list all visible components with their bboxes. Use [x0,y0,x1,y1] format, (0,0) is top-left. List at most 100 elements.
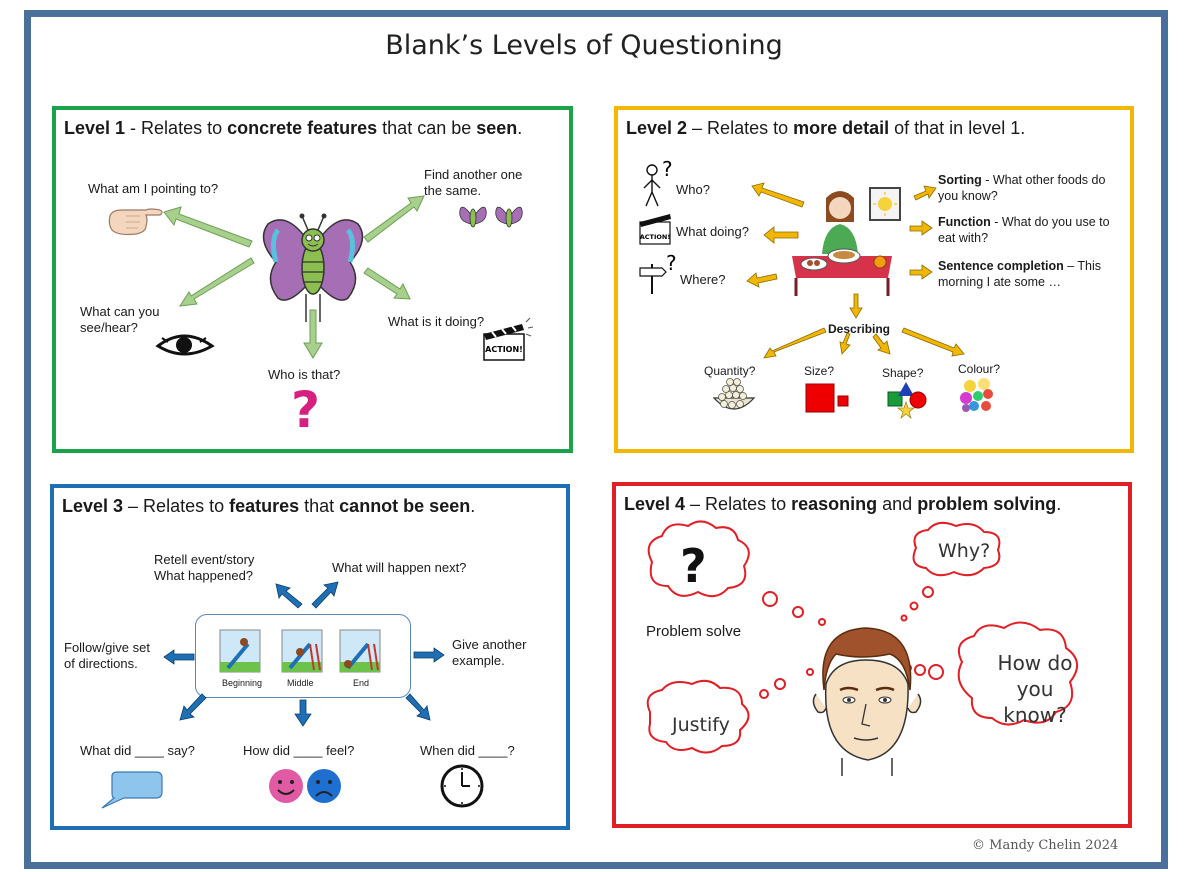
story-picture-end [339,629,381,673]
level1-arrows [163,195,425,359]
level1-who-is-that-label: Who is that? [268,367,341,382]
arrow-to-retell [275,583,303,609]
arrow-to-what-doing [363,267,411,300]
level2-describing-label: Describing [828,322,891,336]
butterfly-icon [262,213,364,322]
colour-circles-icon [960,378,993,412]
level3-when-label: When did ____? [420,743,515,758]
cloud-justify [646,679,750,754]
level4-heading: Level 4 – Relates to reasoning and probl… [624,494,1062,514]
level2-size-label: Size? [804,364,835,378]
girl-eating-icon [792,187,901,296]
story-picture-beginning [219,629,261,673]
level2-function-text: Function - What do you use to eat with? [938,215,1110,245]
arrow-to-find-another [363,195,425,243]
level1-heading: Level 1 - Relates to concrete features t… [64,118,523,138]
svg-text:?: ? [662,157,673,181]
clapperboard-small-icon: ACTION! [639,214,671,245]
happy-face-icon [269,769,303,803]
level2-heading: Level 2 – Relates to more detail of that… [626,118,1026,138]
arrow-to-when [405,693,431,721]
level3-say-label: What did ____ say? [80,743,195,758]
arrow-to-say [179,693,207,721]
arrow-to-what-doing [763,226,799,244]
pointing-hand-icon [108,208,163,236]
story-sequence-box [195,614,411,698]
level3-next-label: What will happen next? [332,560,467,575]
level2-where-label: Where? [680,272,726,287]
story-beginning-label: Beginning [222,678,263,688]
arrow-to-function [909,220,933,236]
clapperboard-small-label: ACTION! [640,233,671,241]
level3-arrows [163,581,445,727]
level2-what-doing-label: What doing? [676,224,749,239]
size-squares-icon [805,383,849,413]
sad-face-icon [307,769,341,803]
level2-panel: Level 2 – Relates to more detail of that… [614,106,1134,453]
clapperboard-icon: ACTION! [483,317,534,361]
level2-arrows [746,182,965,359]
arrow-to-describing [849,293,863,319]
arrow-to-who [751,182,805,208]
clapperboard-label: ACTION! [485,345,523,354]
speech-bubble-icon [101,771,163,809]
arrow-to-colour [901,327,965,357]
level3-feel-label: How did ____ feel? [243,743,355,758]
level2-completion-text: Sentence completion – This morning I ate… [938,259,1102,289]
cloud-why [912,521,1001,577]
two-butterflies-icon [459,206,523,228]
copyright-note: © Mandy Chelin 2024 [972,838,1119,853]
level2-sorting-text: Sorting - What other foods do you know? [938,173,1106,203]
cloud-question [647,520,750,598]
arrow-to-quantity [763,327,827,359]
arrow-to-see-hear [179,257,255,307]
level1-what-doing-label: What is it doing? [388,314,485,329]
cloud-how-know [957,621,1078,726]
shapes-icon [887,382,927,419]
justify-label: Justify [672,714,730,736]
stick-figure-icon: ? [643,157,673,207]
level2-quantity-label: Quantity? [704,364,756,378]
level4-panel: Level 4 – Relates to reasoning and probl… [612,482,1132,828]
level4-thought-clouds [646,520,1078,754]
arrow-to-give [413,647,445,663]
arrow-to-pointing [163,206,253,248]
arrow-to-feel [294,699,312,727]
thinking-man-icon [812,627,922,776]
question-mark-icon: ? [291,381,321,439]
svg-text:?: ? [666,251,677,275]
signpost-icon: ? [639,251,677,294]
arrow-to-follow [163,649,195,665]
eye-icon [155,334,215,356]
level4-question-mark-icon: ? [680,539,707,593]
level3-heading: Level 3 – Relates to features that canno… [62,496,476,516]
level2-colour-label: Colour? [958,362,1001,376]
arrow-to-shape [872,333,891,355]
level1-panel: Level 1 - Relates to concrete features t… [52,106,573,453]
page-title: Blank’s Levels of Questioning [385,30,783,61]
level2-who-label: Who? [676,182,710,197]
clock-icon [440,764,484,808]
story-middle-label: Middle [287,678,314,688]
arrow-to-sorting [913,185,937,201]
quantity-bowl-icon [712,378,756,410]
story-picture-middle [281,629,323,673]
arrow-to-size [839,332,851,355]
level3-panel: Level 3 – Relates to features that canno… [50,484,570,830]
why-label: Why? [938,540,991,562]
level2-shape-label: Shape? [882,366,924,380]
story-sequence-pictures [219,629,381,673]
arrow-to-who-is-that [303,309,323,359]
arrow-to-where [746,272,778,288]
problem-solve-label: Problem solve [646,623,742,640]
story-end-label: End [353,678,370,688]
feelings-faces-icon [269,769,341,803]
arrow-to-next [311,581,339,609]
arrow-to-completion [909,264,933,280]
